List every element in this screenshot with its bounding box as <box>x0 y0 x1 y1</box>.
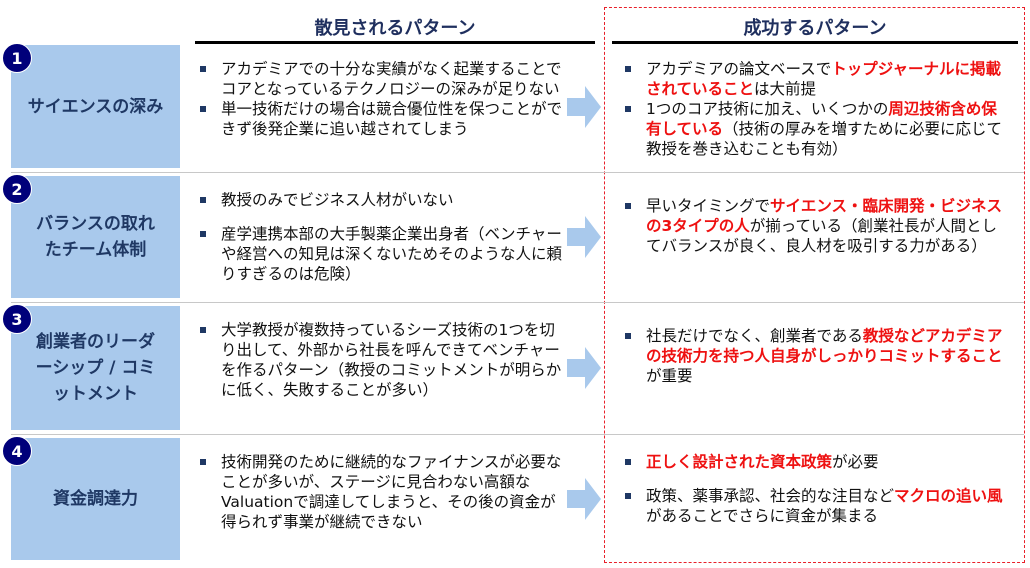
row-divider <box>11 434 1024 435</box>
success-pattern-item: 政策、薬事承認、社会的な注目などマクロの追い風があることでさらに資金が集まる <box>622 486 1012 526</box>
highlighted-text: 正しく設計された資本政策 <box>646 453 833 471</box>
common-pattern-item: 大学教授が複数持っているシーズ技術の1つを切り出して、外部から社長を呼んできてベ… <box>197 320 567 400</box>
row-number-badge: 3 <box>2 304 32 334</box>
common-pattern-item: アカデミアでの十分な実績がなく起業することでコアとなっているテクノロジーの深みが… <box>197 59 567 99</box>
row-label-text: バランスの取れたチーム体制 <box>36 214 155 260</box>
row-label-text: 資金調達力 <box>53 489 138 509</box>
success-patterns-header: 成功するパターン <box>743 18 887 39</box>
body-text: 政策、薬事承認、社会的な注目など <box>646 487 895 505</box>
highlighted-text: サイエンス・臨床開発・ビジネスの3タイプの人 <box>646 197 1003 235</box>
common-patterns-header: 散見されるパターン <box>314 18 476 39</box>
body-text: 社長だけでなく、創業者である <box>646 327 863 345</box>
right-arrow-icon <box>567 216 601 258</box>
common-pattern-item: 教授のみでビジネス人材がいない <box>197 190 567 210</box>
common-pattern-item: 単一技術だけの場合は競合優位性を保つことができず後発企業に追い越されてしまう <box>197 99 567 139</box>
header-underline <box>612 41 1018 44</box>
body-text: があることでさらに資金が集まる <box>646 507 879 525</box>
highlighted-text: 教授などアカデミアの技術力を持つ人自身がしっかりコミットすること <box>646 327 1003 365</box>
highlighted-text: トップジャーナルに掲載されていること <box>646 60 1001 98</box>
common-pattern-item: 技術開発のために継続的なファイナンスが必要なことが多いが、ステージに見合わない高… <box>197 452 567 532</box>
row-number-badge: 2 <box>2 174 32 204</box>
right-arrow-icon <box>567 85 601 128</box>
row-label: サイエンスの深み <box>11 45 180 168</box>
common-pattern-item: 産学連携本部の大手製薬企業出身者（ベンチャーや経営への知見は深くないためそのよう… <box>197 224 567 284</box>
row-number-badge: 1 <box>2 43 32 73</box>
body-text: アカデミアの論文ベースで <box>646 60 832 78</box>
row-label-text: 創業者のリーダーシップ / コミットメント <box>35 332 156 404</box>
success-pattern-cell: 社長だけでなく、創業者である教授などアカデミアの技術力を持つ人自身がしっかりコミ… <box>622 326 1012 386</box>
header-underline <box>195 41 595 44</box>
highlighted-text: 周辺技術含め保有している <box>646 100 997 138</box>
row-label: 創業者のリーダーシップ / コミットメント <box>11 306 180 430</box>
row-divider <box>11 302 1024 303</box>
body-text: が揃っている（創業社長が人間としてバランスが良く、良人材を吸引する力がある） <box>646 217 998 255</box>
success-pattern-item: 1つのコア技術に加え、いくつかの周辺技術含め保有している（技術の厚みを増すために… <box>622 99 1012 159</box>
row-number-badge: 4 <box>2 436 32 466</box>
common-pattern-cell: 教授のみでビジネス人材がいない産学連携本部の大手製薬企業出身者（ベンチャーや経営… <box>197 190 567 284</box>
success-pattern-item: 正しく設計された資本政策が必要 <box>622 452 1012 472</box>
body-text: が必要 <box>832 453 879 471</box>
body-text: は大前提 <box>754 80 817 98</box>
success-pattern-cell: 正しく設計された資本政策が必要政策、薬事承認、社会的な注目などマクロの追い風があ… <box>622 452 1012 526</box>
row-label: バランスの取れたチーム体制 <box>11 176 180 298</box>
success-pattern-item: 早いタイミングでサイエンス・臨床開発・ビジネスの3タイプの人が揃っている（創業社… <box>622 196 1012 256</box>
row-label: 資金調達力 <box>11 438 180 560</box>
right-arrow-icon <box>567 478 601 520</box>
success-pattern-item: 社長だけでなく、創業者である教授などアカデミアの技術力を持つ人自身がしっかりコミ… <box>622 326 1012 386</box>
success-pattern-item: アカデミアの論文ベースでトップジャーナルに掲載されていることは大前提 <box>622 59 1012 99</box>
right-arrow-icon <box>567 347 601 389</box>
body-text: 1つのコア技術に加え、いくつかの <box>646 100 889 118</box>
row-label-text: サイエンスの深み <box>27 96 164 117</box>
success-pattern-cell: 早いタイミングでサイエンス・臨床開発・ビジネスの3タイプの人が揃っている（創業社… <box>622 196 1012 256</box>
common-pattern-cell: 技術開発のために継続的なファイナンスが必要なことが多いが、ステージに見合わない高… <box>197 452 567 532</box>
body-text: 早いタイミングで <box>646 197 771 215</box>
common-pattern-cell: 大学教授が複数持っているシーズ技術の1つを切り出して、外部から社長を呼んできてベ… <box>197 320 567 400</box>
row-divider <box>11 172 1024 173</box>
common-pattern-cell: アカデミアでの十分な実績がなく起業することでコアとなっているテクノロジーの深みが… <box>197 59 567 139</box>
success-patterns-frame <box>604 7 1025 563</box>
body-text: が重要 <box>646 367 693 385</box>
body-text: （技術の厚みを増すために必要に応じて教授を巻き込むことも有効） <box>646 120 1003 158</box>
highlighted-text: マクロの追い風 <box>894 487 1003 505</box>
